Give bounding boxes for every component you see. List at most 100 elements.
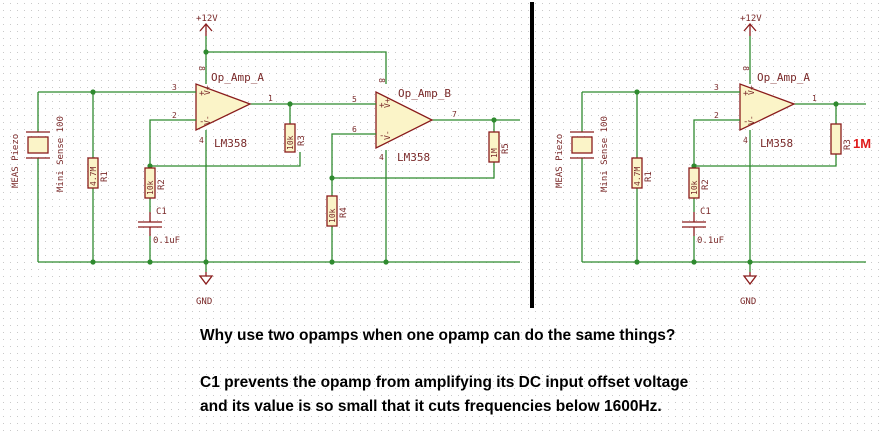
ground-label: GND (196, 297, 212, 307)
resistor-r2: 10k R2 (688, 167, 711, 199)
junction-dot (634, 259, 640, 265)
ground-label: GND (740, 297, 756, 307)
capacitor-c1: C1 0.1uF (682, 207, 724, 246)
c1-value: 0.1uF (697, 236, 724, 246)
c1-ref: C1 (700, 207, 711, 217)
capacitor-c1: C1 0.1uF (138, 207, 180, 246)
sensor-label: Mini Sense 100 (600, 116, 610, 192)
pin-label: 8 (197, 66, 206, 71)
junction-dot (90, 89, 96, 95)
opamp-vminus: V- (383, 130, 392, 140)
junction-dot (147, 163, 153, 169)
resistor-r1: 4.7M R1 (631, 157, 654, 189)
opamp-a-part: LM358 (760, 137, 793, 150)
resistor-r3: R3 1M (830, 123, 871, 155)
resistor-r5: 1M R5 (488, 131, 511, 163)
r3-annotation: 1M (853, 136, 871, 151)
opamp-a-name: Op_Amp_A (757, 71, 810, 84)
r1-value: 4.7M (633, 167, 642, 186)
ground-symbol: GND (196, 272, 214, 307)
resistor-r3: 10k R3 (284, 123, 307, 153)
pin-label: 3 (172, 83, 177, 92)
piezo-sensor: MEAS Piezo Mini Sense 100 (11, 116, 66, 192)
answer-line-2: and its value is so small that it cuts f… (200, 398, 662, 415)
right-wires (581, 36, 866, 272)
pin-label: 8 (741, 66, 750, 71)
power-symbol-12v: +12V (740, 14, 762, 36)
r4-ref: R4 (339, 207, 349, 218)
opamp-b: Op_Amp_B LM358 5 6 7 8 4 + - V+ V- (352, 78, 457, 164)
pin-label: 3 (714, 83, 719, 92)
pin-label: 7 (452, 110, 457, 119)
pin-label: 4 (199, 136, 204, 145)
opamp-minus: - (379, 131, 384, 141)
power-symbol-12v: +12V (196, 14, 218, 36)
r2-value: 10k (690, 180, 699, 195)
pin-label: 1 (812, 94, 817, 103)
question-text: Why use two opamps when one opamp can do… (200, 327, 676, 344)
opamp-plus: + (199, 89, 205, 99)
pin-label: 4 (379, 153, 384, 162)
piezo-sensor: MEAS Piezo Mini Sense 100 (555, 116, 610, 192)
junction-dot (691, 259, 697, 265)
junction-dot (203, 49, 209, 55)
pin-label: 1 (268, 94, 273, 103)
piezo-label: MEAS Piezo (555, 134, 565, 188)
opamp-minus: - (743, 117, 748, 127)
piezo-label: MEAS Piezo (11, 134, 21, 188)
junction-dot (747, 259, 753, 265)
opamp-a-part: LM358 (214, 137, 247, 150)
ground-symbol: GND (740, 272, 758, 307)
pin-label: 6 (352, 125, 357, 134)
opamp-b-name: Op_Amp_B (398, 87, 451, 100)
pin-label: 8 (377, 78, 386, 83)
r1-ref: R1 (100, 171, 110, 182)
r3-value: 10k (286, 135, 295, 150)
power-label: +12V (740, 14, 762, 24)
junction-dot (634, 89, 640, 95)
left-junctions (90, 49, 497, 265)
r3-ref: R3 (297, 135, 307, 146)
resistor-r4: 10k R4 (326, 195, 349, 227)
r3-ref: R3 (843, 139, 853, 150)
opamp-minus: - (199, 117, 204, 127)
pin-label: 5 (352, 95, 357, 104)
r2-ref: R2 (701, 179, 711, 190)
junction-dot (833, 101, 839, 107)
r2-value: 10k (146, 180, 155, 195)
resistor-r2: 10k R2 (144, 167, 167, 199)
r1-value: 4.7M (89, 167, 98, 186)
answer-line-1: C1 prevents the opamp from amplifying it… (200, 374, 689, 391)
opamp-a: Op_Amp_A LM358 3 2 1 8 4 + - V+ V- (172, 66, 273, 150)
left-wires (37, 36, 520, 272)
r1-ref: R1 (644, 171, 654, 182)
pin-label: 2 (172, 111, 177, 120)
opamp-vplus: V+ (383, 98, 392, 108)
junction-dot (90, 259, 96, 265)
pin-label: 4 (743, 136, 748, 145)
opamp-b-part: LM358 (397, 151, 430, 164)
opamp-vplus: V+ (747, 85, 756, 95)
opamp-a: Op_Amp_A LM358 3 2 1 8 4 + - V+ V- (714, 66, 817, 150)
r2-ref: R2 (157, 179, 167, 190)
r5-ref: R5 (501, 143, 511, 154)
opamp-vminus: V- (203, 115, 212, 125)
sensor-label: Mini Sense 100 (56, 116, 66, 192)
junction-dot (383, 259, 389, 265)
junction-dot (329, 259, 335, 265)
left-schematic: +12V (11, 14, 520, 307)
resistor-r1: 4.7M R1 (87, 157, 110, 189)
junction-dot (491, 117, 497, 123)
junction-dot (287, 101, 293, 107)
junction-dot (691, 163, 697, 169)
c1-ref: C1 (156, 207, 167, 217)
opamp-vminus: V- (747, 115, 756, 125)
r5-value: 1M (490, 148, 499, 158)
junction-dot (329, 175, 335, 181)
right-junctions (634, 89, 839, 265)
opamp-a-name: Op_Amp_A (211, 71, 264, 84)
junction-dot (203, 259, 209, 265)
c1-value: 0.1uF (153, 236, 180, 246)
